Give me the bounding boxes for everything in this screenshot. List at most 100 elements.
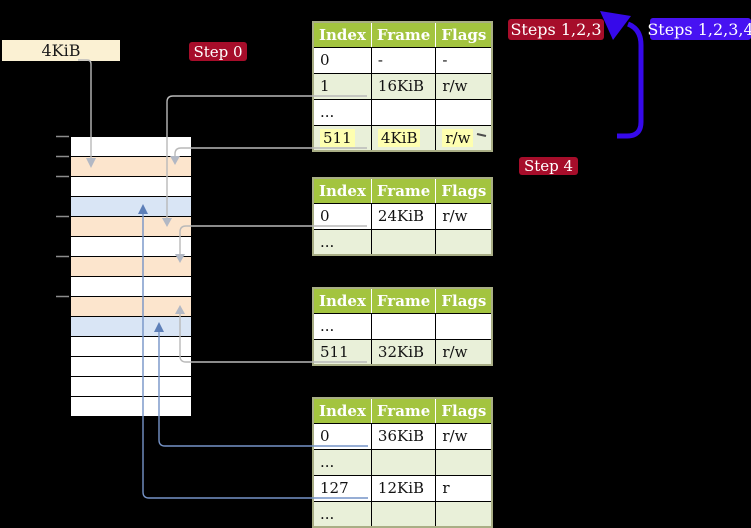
table-cell: ...	[313, 501, 372, 527]
table-cell: r/w	[435, 73, 493, 100]
table-cell: -	[435, 47, 493, 74]
table-cell	[435, 449, 493, 476]
highlighted-value: 511	[320, 128, 355, 147]
table-cell: 12KiB	[371, 475, 437, 502]
memory-frame-row-blue	[71, 197, 191, 217]
table-cell: 0	[313, 423, 372, 450]
table-cell: r/w	[435, 203, 493, 230]
memory-frame-row-white	[71, 237, 191, 257]
table-cell	[371, 449, 437, 476]
highlighted-value: r/w	[442, 128, 474, 147]
table-cell: 16KiB	[371, 73, 437, 100]
step-4-text: Step 4	[523, 157, 574, 175]
table-cell: 0	[313, 47, 372, 74]
column-header: Index	[313, 398, 372, 424]
step-0-text: Step 0	[193, 42, 243, 61]
memory-frame-row-white	[71, 377, 191, 397]
memory-frame-row-orange	[71, 157, 191, 177]
memory-frame-row-white	[71, 337, 191, 357]
table-cell: ...	[313, 229, 372, 255]
column-header: Frame	[371, 22, 437, 48]
steps-loop-arrow-icon	[600, 11, 644, 139]
table-cell	[435, 99, 493, 126]
table-cell: -	[371, 47, 437, 74]
column-header: Flags	[435, 398, 493, 424]
table-row: 0--	[313, 47, 493, 74]
table-row: ...	[313, 313, 493, 340]
memory-frame-row-orange	[71, 217, 191, 237]
table-cell	[435, 313, 493, 340]
step-4-badge: Step 4	[519, 157, 578, 175]
table-cell	[435, 501, 493, 527]
memory-frame-row-blue	[71, 317, 191, 337]
steps-1234-text: Steps 1,2,3,4	[647, 19, 751, 39]
frame-size-label: 4KiB	[2, 40, 120, 61]
table-cell: 36KiB	[371, 423, 437, 450]
table-cell	[371, 501, 437, 527]
table-cell	[435, 229, 493, 255]
table-cell: 1	[313, 73, 372, 100]
table-cell: r	[435, 475, 493, 502]
memory-frame-row-white	[71, 277, 191, 297]
steps-1234-badge: Steps 1,2,3,4	[647, 18, 751, 40]
table-cell: r/w	[435, 125, 493, 151]
table-cell: ...	[313, 449, 372, 476]
memory-frame-row-white	[71, 137, 191, 157]
column-header: Index	[313, 178, 372, 204]
table-row: 511 4KiB r/w	[313, 125, 493, 151]
table-cell: 4KiB	[371, 125, 437, 151]
memory-frame-row-orange	[71, 297, 191, 317]
memory-frame-row-white	[71, 177, 191, 197]
table-cell	[371, 313, 437, 340]
table-cell: r/w	[435, 423, 493, 450]
steps-123-badge: Steps 1,2,3	[508, 19, 604, 40]
table-row: ...	[313, 99, 493, 126]
table-cell: 24KiB	[371, 203, 437, 230]
column-header: Frame	[371, 178, 437, 204]
table-cell: ...	[313, 99, 372, 126]
memory-frame-row-orange	[71, 257, 191, 277]
column-header: Flags	[435, 178, 493, 204]
memory-frame-row-white	[71, 397, 191, 416]
table-row: ...	[313, 229, 493, 255]
table-cell: 0	[313, 203, 372, 230]
column-header: Flags	[435, 288, 493, 314]
memory-frame-row-white	[71, 357, 191, 377]
table-cell: ...	[313, 313, 372, 340]
steps-123-text: Steps 1,2,3	[510, 20, 602, 39]
table-cell: 32KiB	[371, 339, 437, 365]
frame-size-label-text: 4KiB	[41, 41, 81, 60]
column-header: Index	[313, 288, 372, 314]
table-row: ...	[313, 501, 493, 527]
column-header: Frame	[371, 288, 437, 314]
step-0-badge: Step 0	[189, 42, 247, 61]
table-cell: 511	[313, 339, 372, 365]
highlighted-value: 4KiB	[377, 128, 421, 147]
table-cell	[371, 99, 437, 126]
physical-memory-column	[70, 136, 192, 417]
table-cell: 511	[313, 125, 372, 151]
table-cell	[371, 229, 437, 255]
column-header: Flags	[435, 22, 493, 48]
column-header: Frame	[371, 398, 437, 424]
memory-tick-marks	[56, 135, 69, 298]
table-cell: r/w	[435, 339, 493, 365]
table-row: ...	[313, 449, 493, 476]
